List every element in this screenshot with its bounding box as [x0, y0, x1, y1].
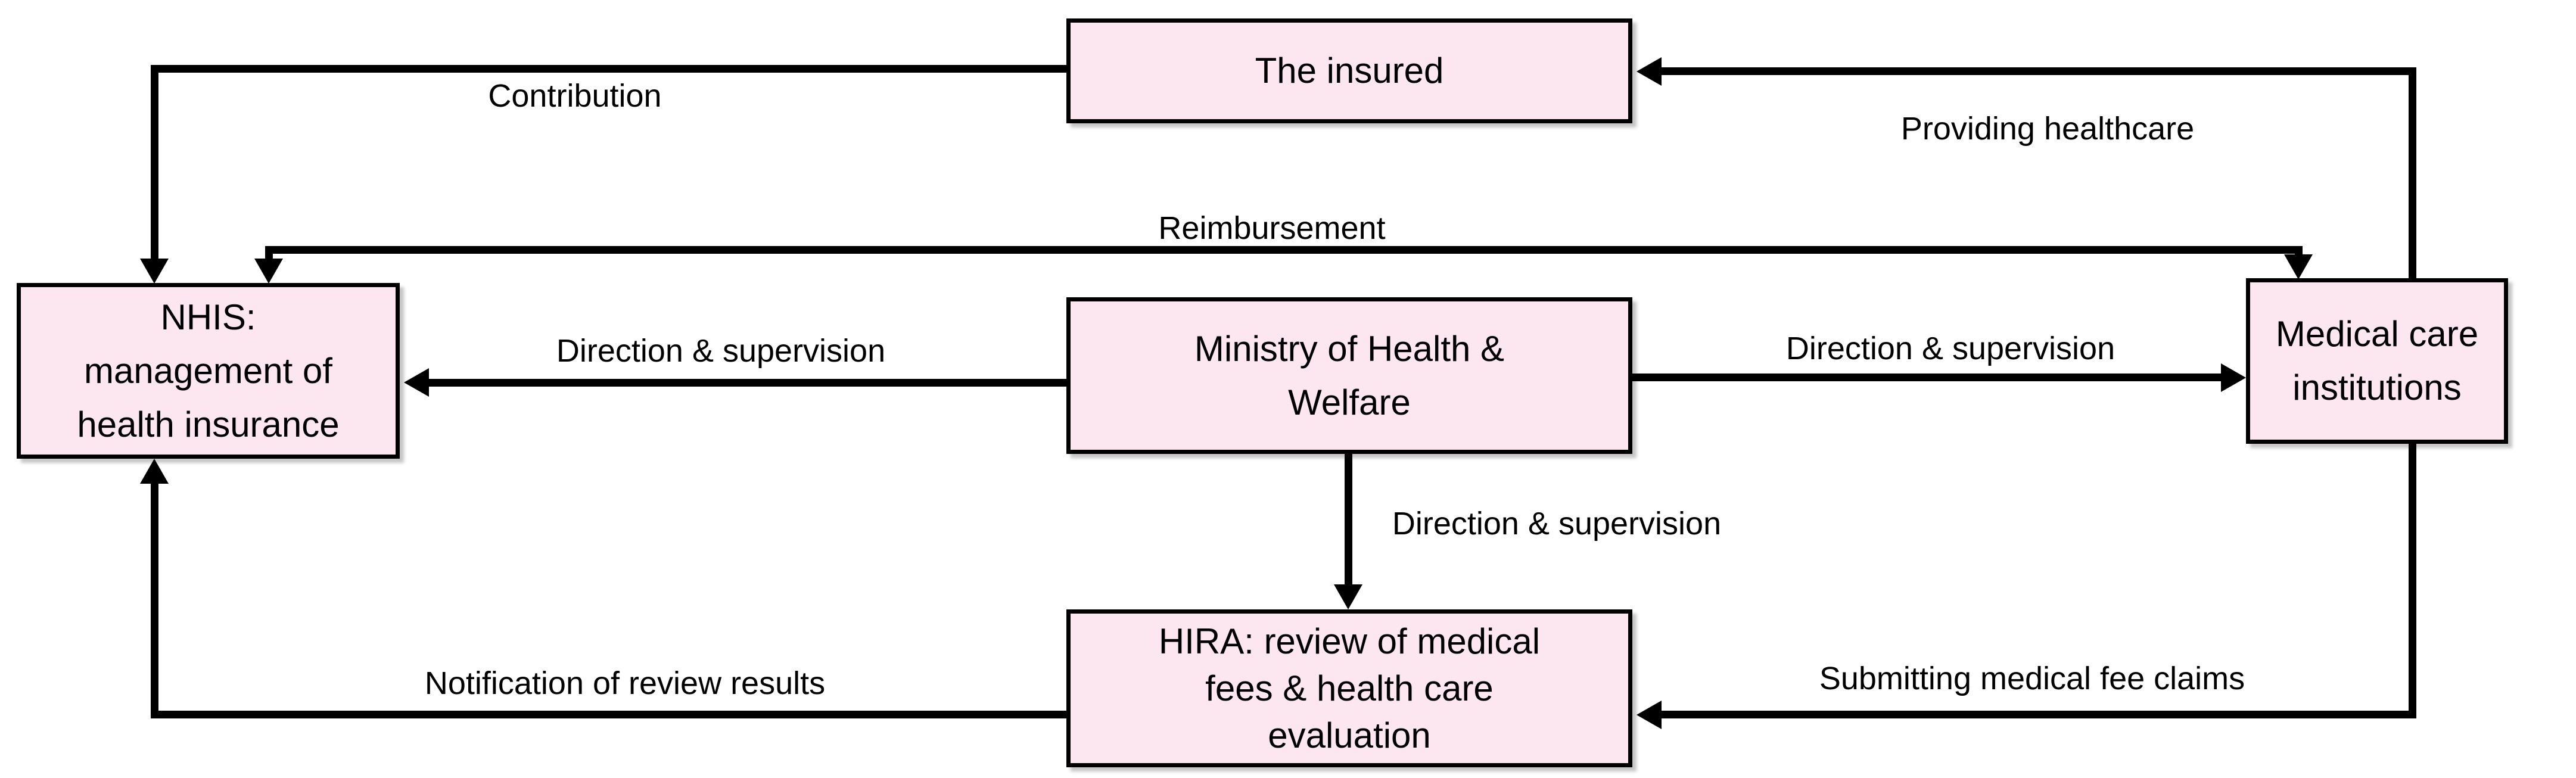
- node-hira: HIRA: review of medical fees & health ca…: [1066, 609, 1632, 767]
- edge-notification-line-horizontal: [151, 711, 1066, 718]
- edge-submitting-claims-line-vertical: [2409, 444, 2416, 718]
- node-ministry-of-health-welfare: Ministry of Health & Welfare: [1066, 297, 1632, 454]
- edge-reimbursement-line-vertical-left: [265, 246, 273, 260]
- edge-label-direction-supervision-medical: Direction & supervision: [1785, 331, 2115, 366]
- arrowhead-left-into-insured: [1637, 57, 1662, 86]
- edge-label-direction-supervision-nhis: Direction & supervision: [556, 333, 886, 369]
- edge-label-direction-supervision-hira: Direction & supervision: [1392, 506, 1722, 542]
- edge-label-submitting-claims: Submitting medical fee claims: [1819, 661, 2245, 696]
- edge-reimbursement-line-horizontal: [265, 246, 2303, 254]
- node-the-insured: The insured: [1066, 18, 1632, 123]
- arrowhead-down-into-nhis-contribution: [140, 259, 169, 284]
- arrowhead-down-into-medical-reimbursement: [2284, 254, 2313, 279]
- edge-direction-supervision-hira-line: [1345, 454, 1352, 586]
- edge-contribution-line-vertical: [151, 65, 158, 260]
- node-the-insured-label: The insured: [1255, 51, 1444, 91]
- edge-direction-supervision-nhis-line: [428, 379, 1066, 387]
- edge-label-reimbursement: Reimbursement: [1158, 210, 1386, 246]
- node-medical-label: Medical care institutions: [2275, 314, 2479, 407]
- edge-providing-healthcare-line-horizontal: [1660, 67, 2416, 75]
- edge-label-contribution: Contribution: [488, 78, 662, 114]
- edge-providing-healthcare-line-vertical: [2409, 67, 2416, 278]
- node-nhis-label: NHIS: management of health insurance: [77, 297, 340, 444]
- node-medical-care-institutions: Medical care institutions: [2246, 278, 2508, 444]
- node-nhis: NHIS: management of health insurance: [17, 283, 400, 459]
- edge-reimbursement-line-vertical-right: [2295, 246, 2303, 256]
- arrowhead-down-into-hira: [1334, 584, 1362, 609]
- node-ministry-label: Ministry of Health & Welfare: [1194, 328, 1505, 422]
- arrowhead-left-into-nhis: [404, 368, 429, 397]
- edge-label-providing-healthcare: Providing healthcare: [1900, 111, 2195, 147]
- edge-notification-line-vertical: [151, 483, 158, 718]
- edge-label-notification-review-results: Notification of review results: [424, 665, 826, 701]
- node-hira-label: HIRA: review of medical fees & health ca…: [1158, 621, 1541, 756]
- arrowhead-down-into-nhis-reimbursement: [254, 259, 283, 284]
- edge-direction-supervision-medical-line: [1632, 374, 2222, 381]
- arrowhead-right-into-medical: [2221, 363, 2246, 392]
- arrowhead-left-into-hira: [1637, 701, 1662, 729]
- arrowhead-up-into-nhis: [140, 459, 169, 484]
- edge-contribution-line-horizontal: [151, 65, 1066, 73]
- edge-submitting-claims-line-horizontal: [1660, 711, 2416, 718]
